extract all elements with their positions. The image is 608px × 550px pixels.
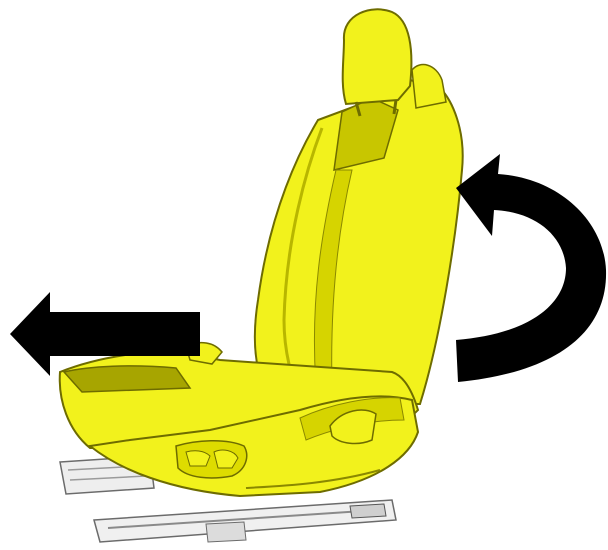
curved-arrow-icon bbox=[456, 154, 606, 382]
